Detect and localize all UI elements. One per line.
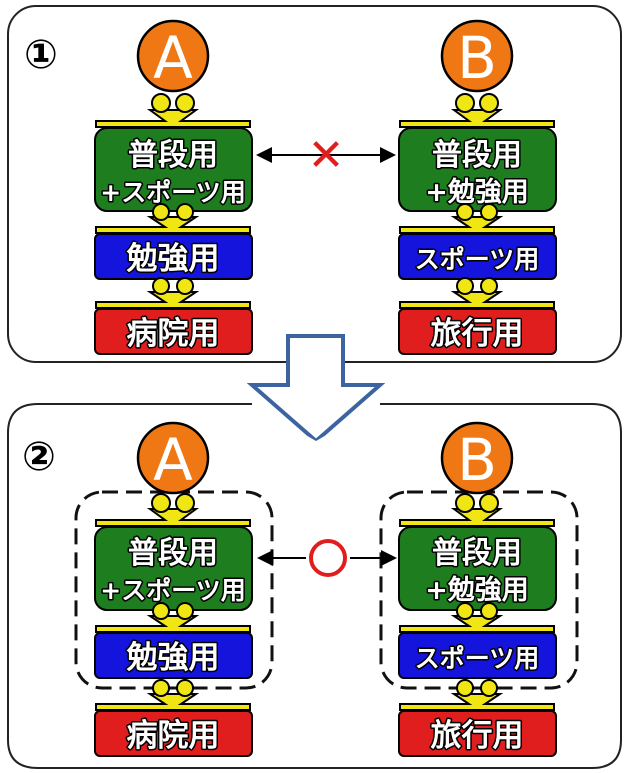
main-use-box <box>94 127 253 212</box>
node-a-circle <box>136 421 210 495</box>
box3-label: 病院用 <box>127 316 220 352</box>
study-use-box <box>94 233 253 280</box>
incompatible-relation: ✕ <box>256 130 396 181</box>
main-use-line1: 普段用 <box>432 536 522 571</box>
cross-icon: ✕ <box>308 130 345 181</box>
connector-icon <box>95 93 251 128</box>
node-a-label: A <box>153 426 193 494</box>
connector-icon <box>399 679 555 711</box>
node-b-circle <box>440 19 514 93</box>
connector-icon <box>95 679 251 711</box>
panel-1-right-column: B 普段用 +勉強用 スポーツ用 旅行用 <box>398 19 557 355</box>
box2-label: 勉強用 <box>126 241 220 277</box>
main-use-box <box>398 127 557 212</box>
connector-icon <box>399 277 555 309</box>
node-b-circle <box>440 421 514 495</box>
panel-2-right-column: B 普段用 +勉強用 スポーツ用 旅行用 <box>398 421 557 757</box>
box3-label: 旅行用 <box>431 316 524 352</box>
panel-1-number: ① <box>24 32 58 78</box>
main-use-line2: +勉強用 <box>425 177 529 208</box>
compatible-relation <box>257 539 397 577</box>
travel-use-box <box>398 308 557 355</box>
node-a-circle <box>136 19 210 93</box>
node-a-label: A <box>153 24 193 92</box>
main-use-line1: 普段用 <box>432 138 522 173</box>
down-arrow-icon <box>246 334 386 444</box>
node-b-label: B <box>457 426 497 494</box>
main-use-line2: +勉強用 <box>425 575 529 606</box>
box2-label: スポーツ用 <box>415 245 540 274</box>
connector-icon <box>399 602 555 633</box>
panel-2-frame <box>7 403 622 769</box>
panel-1: ① A 普段用 +スポーツ用 勉強用 <box>7 5 622 363</box>
circle-ok-icon <box>309 539 347 577</box>
travel-use-box <box>398 710 557 757</box>
main-use-line2: +スポーツ用 <box>100 178 245 207</box>
node-b-label: B <box>457 24 497 92</box>
study-use-box <box>94 632 253 679</box>
sports-use-box <box>398 233 557 280</box>
box2-label: スポーツ用 <box>415 644 540 673</box>
panel-2-number: ② <box>22 434 56 480</box>
hospital-use-box <box>94 710 253 757</box>
connector-icon <box>399 493 555 527</box>
main-use-box <box>94 526 253 611</box>
main-use-box <box>398 526 557 611</box>
main-use-line1: 普段用 <box>128 536 218 571</box>
main-use-line2: +スポーツ用 <box>100 576 245 605</box>
box3-label: 病院用 <box>127 718 220 754</box>
sports-use-box <box>398 632 557 679</box>
main-use-line1: 普段用 <box>128 138 218 173</box>
hospital-use-box <box>94 308 253 355</box>
connector-icon <box>95 203 251 234</box>
box2-label: 勉強用 <box>126 640 220 676</box>
box3-label: 旅行用 <box>431 718 524 754</box>
panel-2-left-column: A 普段用 +スポーツ用 勉強用 病院用 <box>94 421 253 757</box>
panel-2: ② A 普段用 +スポーツ用 勉強用 <box>7 403 622 769</box>
panel-1-left-column: A 普段用 +スポーツ用 勉強用 <box>94 19 253 355</box>
